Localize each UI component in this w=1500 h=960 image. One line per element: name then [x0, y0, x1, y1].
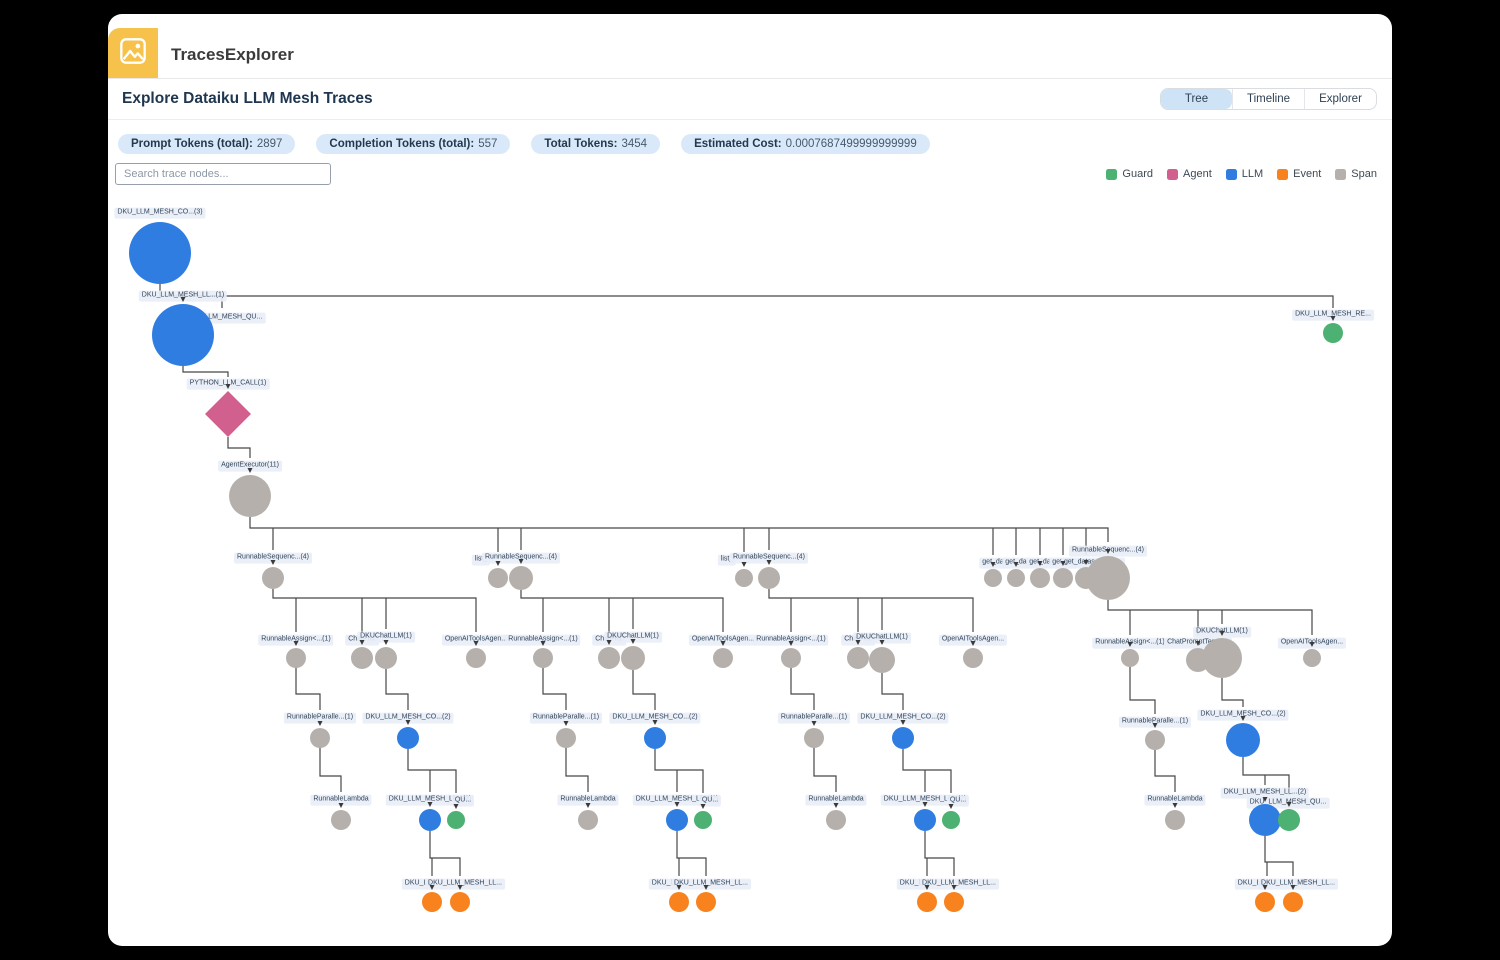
event-swatch-icon	[1277, 168, 1289, 180]
span-swatch-icon	[1335, 168, 1347, 180]
tab-timeline[interactable]: Timeline	[1232, 89, 1304, 109]
image-icon	[119, 37, 147, 70]
llm-swatch-icon	[1225, 168, 1237, 180]
legend-item-agent: Agent	[1167, 168, 1212, 180]
stat-badge: Prompt Tokens (total):2897	[118, 134, 296, 154]
legend-item-guard: Guard	[1106, 168, 1153, 180]
tab-explorer[interactable]: Explorer	[1304, 89, 1376, 109]
tab-tree[interactable]: Tree	[1161, 89, 1232, 109]
search-input[interactable]	[115, 163, 331, 185]
legend-item-event: Event	[1277, 168, 1321, 180]
token-stats-row: Prompt Tokens (total):2897 Completion Tok…	[118, 134, 1392, 154]
node-type-legend: Guard Agent LLM Event Span	[1106, 168, 1377, 180]
app-logo	[108, 28, 158, 78]
legend-item-llm: LLM	[1225, 168, 1263, 180]
page-title: Explore Dataiku LLM Mesh Traces	[122, 90, 373, 107]
guard-swatch-icon	[1106, 168, 1118, 180]
legend-item-span: Span	[1335, 168, 1377, 180]
app-header: TracesExplorer	[108, 14, 1392, 79]
app-title: TracesExplorer	[171, 45, 294, 64]
controls-row: Guard Agent LLM Event Span	[115, 163, 1377, 185]
agent-swatch-icon	[1167, 168, 1178, 180]
stat-badge: Total Tokens:3454	[531, 134, 661, 154]
stat-badge: Estimated Cost:0.0007687499999999999	[681, 134, 930, 154]
stat-badge: Completion Tokens (total):557	[316, 134, 511, 154]
app-window: TracesExplorer Explore Dataiku LLM Mesh …	[108, 14, 1392, 946]
